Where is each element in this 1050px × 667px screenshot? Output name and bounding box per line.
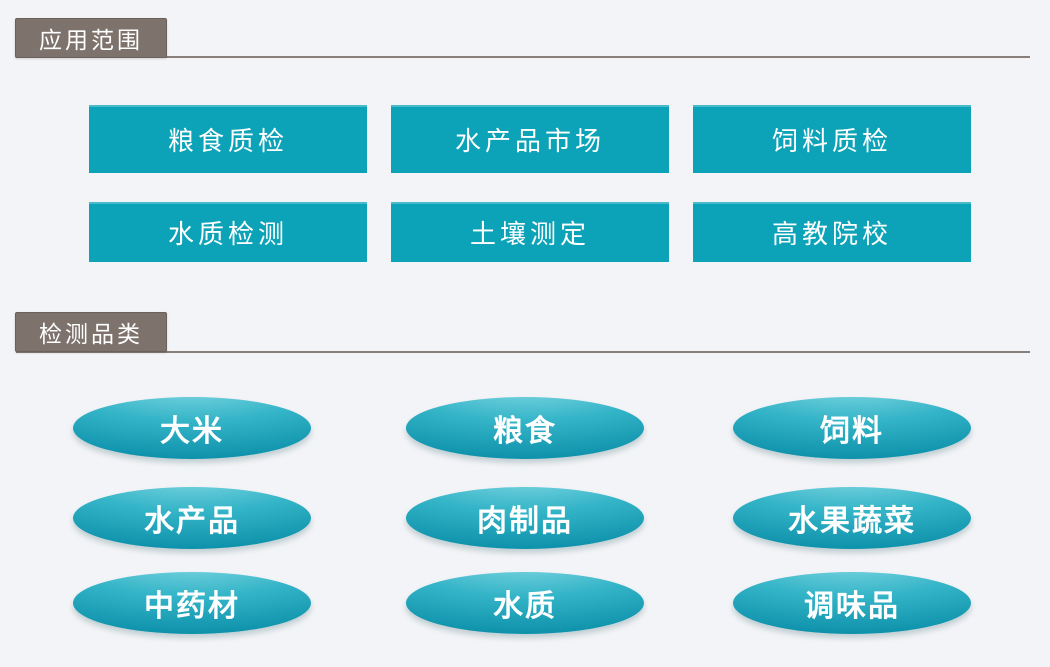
button-soil-determination[interactable]: 土壤测定	[391, 202, 669, 262]
button-label: 粮食质检	[167, 125, 288, 156]
button-feed-quality-inspection[interactable]: 饲料质检	[693, 105, 971, 173]
badge-label: 水产品	[144, 505, 240, 538]
button-higher-education-institutions[interactable]: 高教院校	[693, 202, 971, 262]
button-label: 土壤测定	[469, 218, 590, 249]
badge-aquatic-products[interactable]: 水产品	[73, 487, 311, 549]
badge-label: 调味品	[804, 590, 900, 623]
section-header-application-scope: 应用范围	[15, 18, 167, 58]
badge-meat-products[interactable]: 肉制品	[406, 487, 644, 549]
badge-rice[interactable]: 大米	[73, 397, 311, 459]
badge-chinese-herbal-medicine[interactable]: 中药材	[73, 572, 311, 634]
badge-label: 饲料	[820, 415, 884, 448]
button-label: 水产品市场	[454, 125, 605, 156]
badge-label: 水果蔬菜	[788, 505, 916, 538]
badge-label: 水质	[493, 590, 557, 623]
badge-grain[interactable]: 粮食	[406, 397, 644, 459]
button-label: 高教院校	[771, 218, 892, 249]
button-water-quality-testing[interactable]: 水质检测	[89, 202, 367, 262]
badge-label: 肉制品	[477, 505, 573, 538]
section-header-detection-categories: 检测品类	[15, 312, 167, 352]
badge-water-quality[interactable]: 水质	[406, 572, 644, 634]
badge-feed[interactable]: 饲料	[733, 397, 971, 459]
button-label: 水质检测	[167, 218, 288, 249]
badge-fruits-vegetables[interactable]: 水果蔬菜	[733, 487, 971, 549]
badge-seasonings[interactable]: 调味品	[733, 572, 971, 634]
application-scope-row-1: 粮食质检 水产品市场 饲料质检	[89, 105, 971, 173]
section-rule-detection-categories	[16, 351, 1030, 353]
button-grain-quality-inspection[interactable]: 粮食质检	[89, 105, 367, 173]
section-title: 检测品类	[39, 321, 143, 347]
button-label: 饲料质检	[771, 125, 892, 156]
button-aquatic-product-market[interactable]: 水产品市场	[391, 105, 669, 173]
section-rule-application-scope	[16, 56, 1030, 58]
section-title: 应用范围	[39, 27, 143, 53]
badge-label: 中药材	[144, 590, 240, 623]
application-scope-row-2: 水质检测 土壤测定 高教院校	[89, 202, 971, 262]
badge-label: 大米	[160, 415, 224, 448]
badge-label: 粮食	[493, 415, 557, 448]
